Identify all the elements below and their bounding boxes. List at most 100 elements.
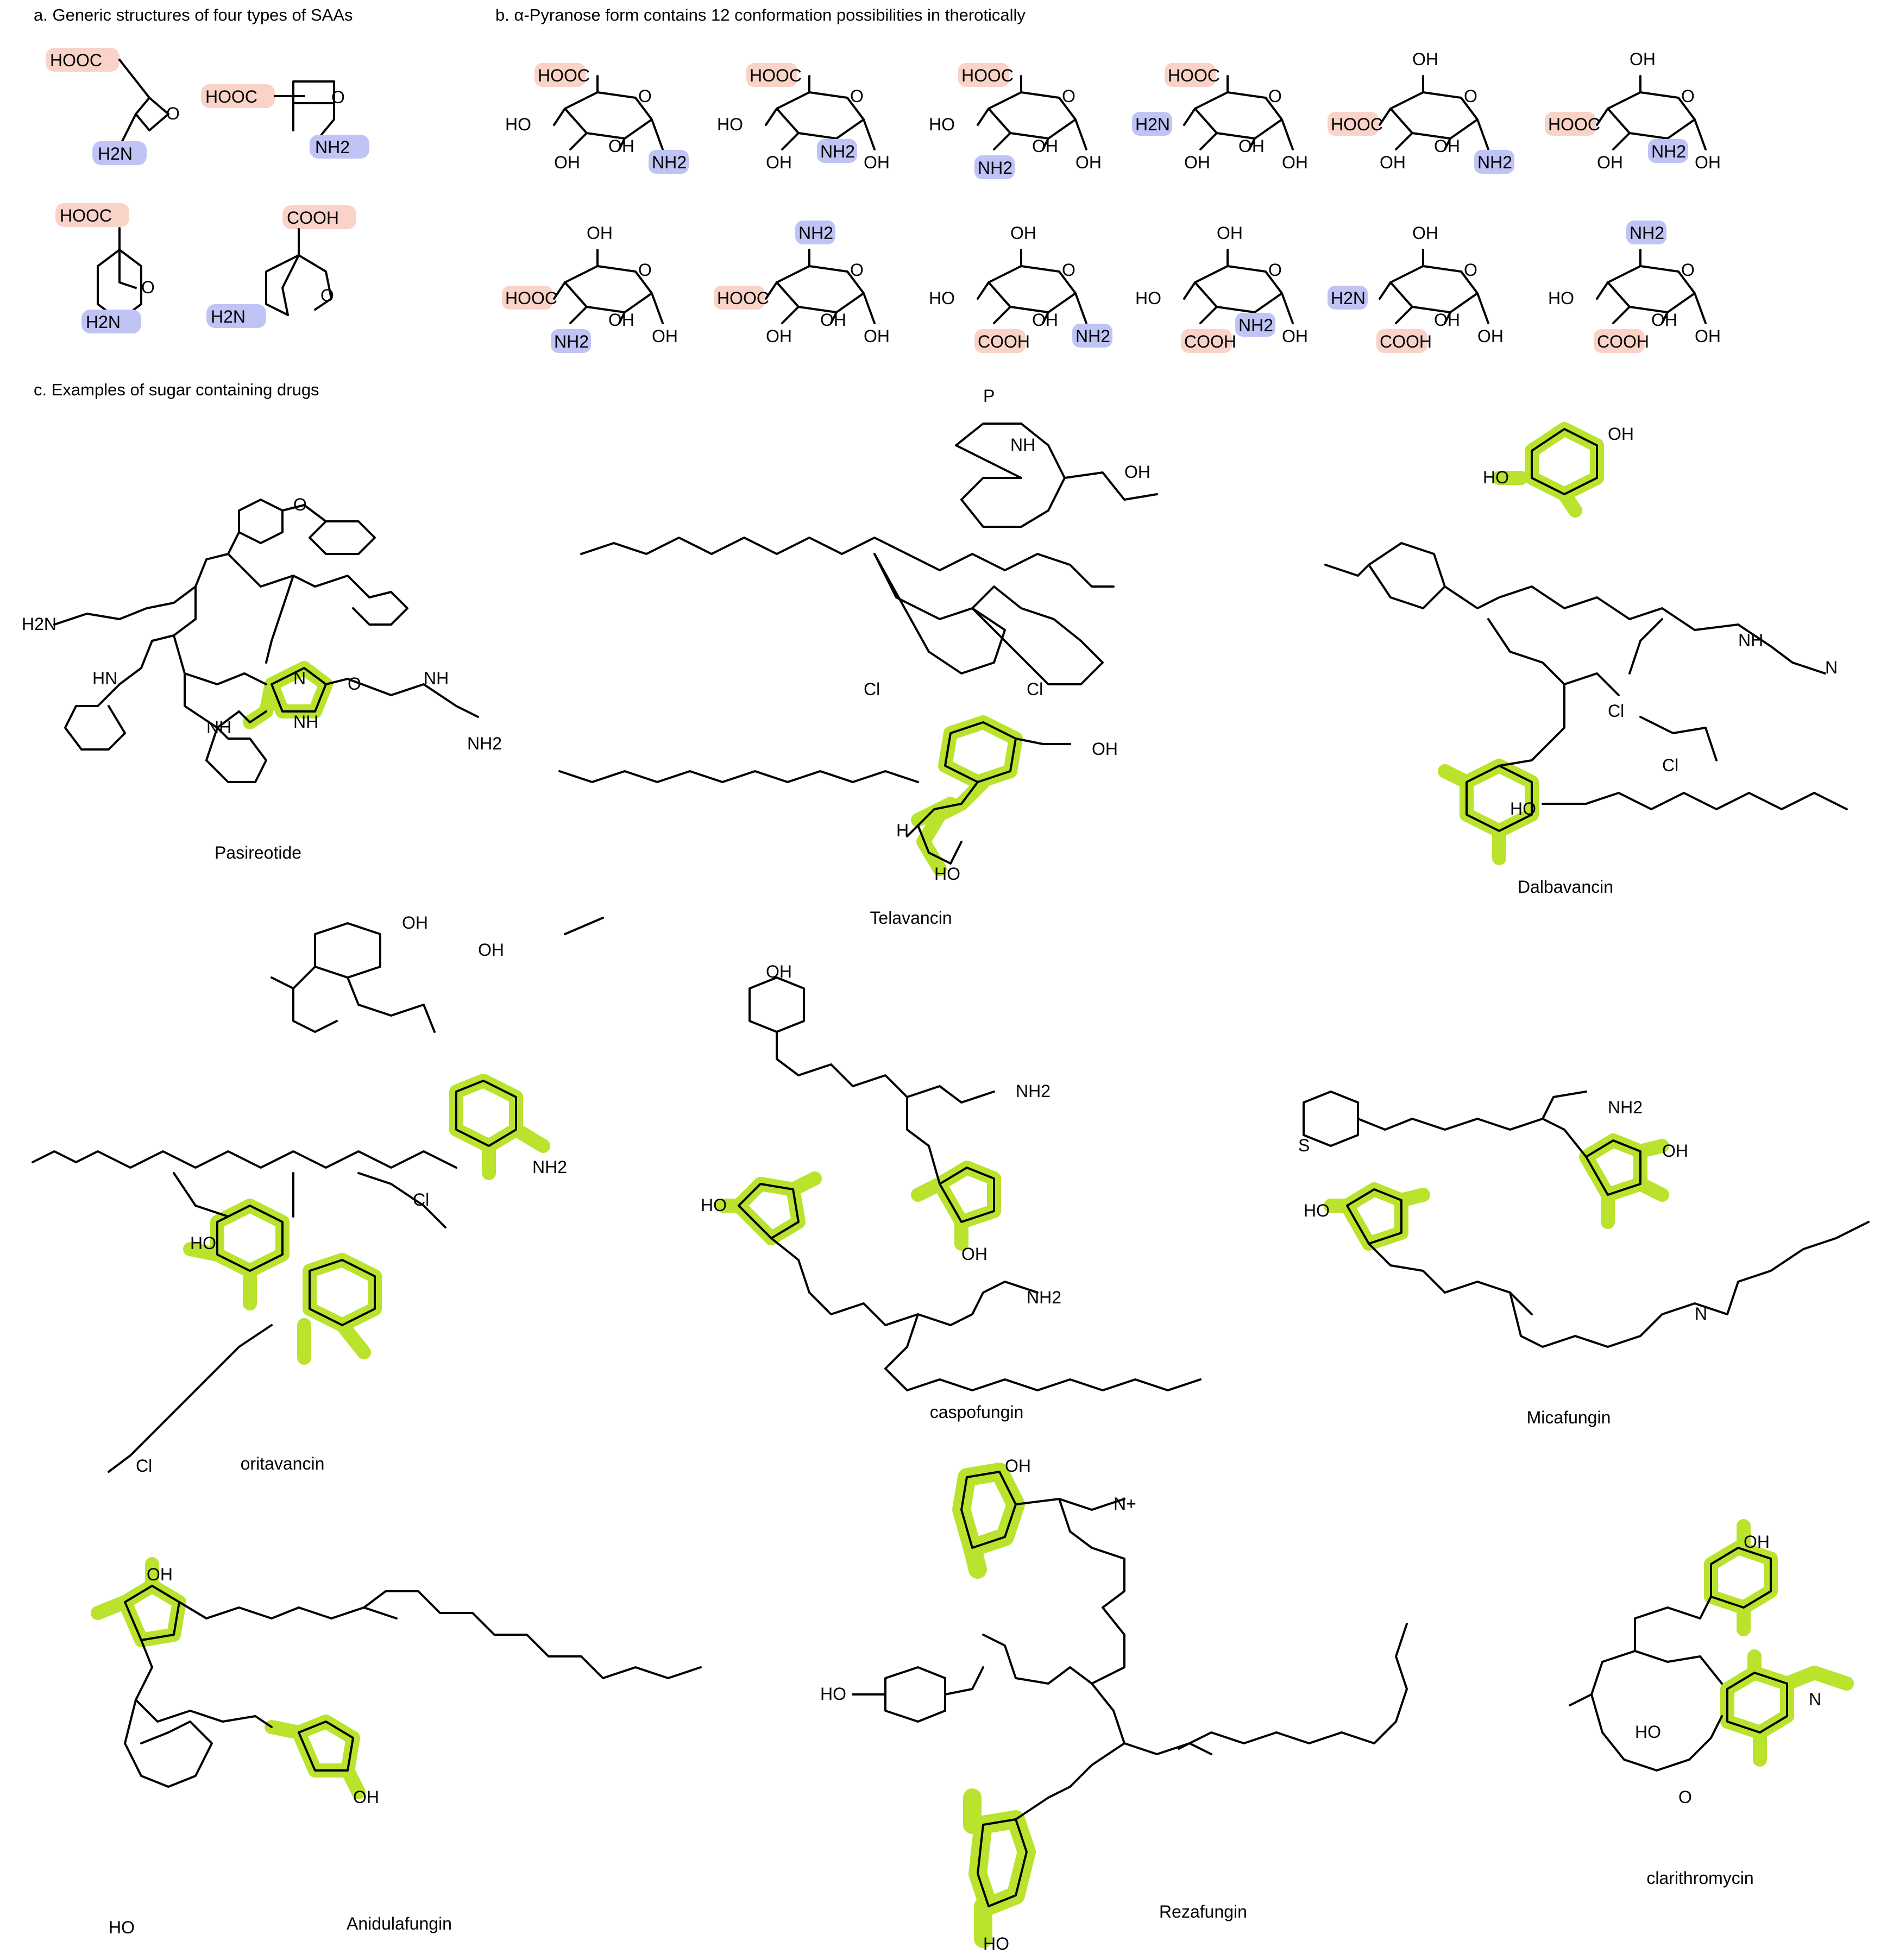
cl-label: Cl — [1027, 679, 1043, 699]
amine-label: H2N — [211, 307, 246, 326]
ho-label: HO — [983, 1934, 1009, 1953]
amine-label: NH2 — [652, 153, 687, 172]
oh-label: OH — [1005, 1456, 1031, 1476]
saa-structure-bicyclic-3: COOH O H2N — [206, 205, 356, 328]
hydroxyl-label: OH — [1380, 153, 1406, 172]
amine-label: H2N — [22, 614, 56, 634]
nh-label: NH — [424, 669, 449, 688]
dalbavancin-structure: HO NH N Cl Cl OH HO — [1324, 422, 1848, 865]
n-label: N — [1695, 1304, 1707, 1324]
amine-label: NH2 — [532, 1157, 567, 1177]
pyranose-ring — [977, 75, 1087, 150]
hydroxyl-label: HO — [929, 115, 955, 134]
o-label: O — [1678, 1787, 1692, 1807]
hydroxyl-label: HO — [717, 115, 743, 134]
drug-caption-pasireotide: Pasireotide — [214, 843, 302, 862]
cl-label: Cl — [136, 1456, 152, 1476]
telavancin-structure: P NH OH Cl Cl OH H HO — [558, 386, 1158, 935]
oh-label: OH — [478, 940, 504, 960]
hydroxyl-label: OH — [1282, 153, 1308, 172]
acid-label: HOOC — [1548, 115, 1600, 134]
ring-oxygen-label: O — [1062, 260, 1075, 280]
ring-oxygen-label: O — [850, 260, 864, 280]
amine-label: NH2 — [1477, 153, 1512, 172]
oh-label: OH — [353, 1787, 379, 1807]
oxygen-label: O — [166, 104, 180, 123]
ho-label: HO — [190, 1233, 216, 1253]
acid-tag — [1181, 329, 1232, 353]
drug-caption-clarithromycin: clarithromycin — [1646, 1868, 1754, 1888]
amine-label: NH2 — [1630, 223, 1664, 243]
n-label: N — [1809, 1690, 1821, 1709]
amine-tag — [974, 155, 1015, 179]
pyranose-ring — [1379, 249, 1489, 324]
acid-tag — [714, 286, 765, 310]
pyranose-structure-4: O HOOC H2N OH OH OH — [1132, 63, 1308, 172]
ho-label: HO — [1483, 468, 1509, 487]
ring-oxygen-label: O — [638, 86, 652, 106]
hydroxyl-label: OH — [554, 153, 580, 172]
ring-oxygen-label: O — [1268, 86, 1282, 106]
pyranose-ring — [977, 249, 1087, 324]
amine-label: NH2 — [1027, 1288, 1061, 1307]
hydroxyl-label: HO — [929, 288, 955, 308]
acid-label: HOOC — [961, 66, 1014, 85]
pyranose-ring — [553, 249, 664, 324]
o-label: O — [348, 674, 361, 694]
section-b-title: b. α-Pyranose form contains 12 conformat… — [495, 5, 1026, 24]
pyranose-ring — [553, 75, 664, 150]
hydroxyl-label: OH — [1184, 153, 1210, 172]
oxygen-label: O — [331, 87, 345, 107]
p-label: P — [983, 386, 995, 406]
n-label: N — [293, 669, 306, 688]
hydroxyl-label: OH — [1217, 223, 1243, 243]
amine-tag — [551, 329, 591, 353]
acid-label: COOH — [1184, 332, 1236, 351]
amine-label: H2N — [1331, 288, 1366, 308]
oxygen-label: O — [320, 286, 334, 305]
amine-label: NH2 — [315, 137, 350, 157]
oh-label: OH — [961, 1244, 987, 1264]
hydroxyl-label: OH — [587, 223, 613, 243]
saa-structure-bicyclic-1: HOOC O NH2 — [201, 80, 369, 159]
amine-label: NH2 — [1238, 316, 1273, 335]
acid-tag — [1165, 63, 1216, 87]
ring-oxygen-label: O — [638, 260, 652, 280]
oh-label: OH — [1124, 462, 1150, 482]
amine-tag — [1132, 112, 1172, 136]
hydroxyl-label: HO — [1135, 288, 1161, 308]
pyranose-ring — [1183, 75, 1294, 150]
s-label: S — [1298, 1136, 1310, 1155]
ring-oxygen-label: O — [1062, 86, 1075, 106]
nh-label: NH — [1010, 435, 1035, 455]
drug-caption-caspofungin: caspofungin — [929, 1402, 1024, 1422]
acid-tag — [1376, 329, 1427, 353]
amine-tag — [649, 150, 689, 174]
amine-label: NH2 — [1651, 142, 1686, 161]
pyranose-ring — [1596, 249, 1707, 324]
hydroxyl-label: OH — [820, 310, 846, 330]
section-c-title: c. Examples of sugar containing drugs — [34, 380, 319, 399]
amine-tag — [795, 220, 835, 244]
acid-label: HOOC — [717, 288, 769, 308]
amine-label: H2N — [1135, 115, 1170, 134]
drug-caption-oritavancin: oritavancin — [240, 1454, 325, 1473]
amine-tag — [1474, 150, 1514, 174]
acid-label: HOOC — [1168, 66, 1220, 85]
oh-label: OH — [1608, 424, 1634, 444]
amine-label: NH2 — [798, 223, 833, 243]
drug-caption-micafungin: Micafungin — [1526, 1408, 1611, 1427]
oh-label: OH — [147, 1565, 173, 1584]
hydroxyl-label: OH — [1075, 153, 1102, 172]
acid-label: HOOC — [1331, 115, 1383, 134]
acid-label: HOOC — [60, 206, 112, 225]
hydroxyl-label: OH — [1238, 136, 1265, 156]
cl-label: Cl — [864, 679, 880, 699]
amine-label: NH2 — [554, 332, 589, 351]
